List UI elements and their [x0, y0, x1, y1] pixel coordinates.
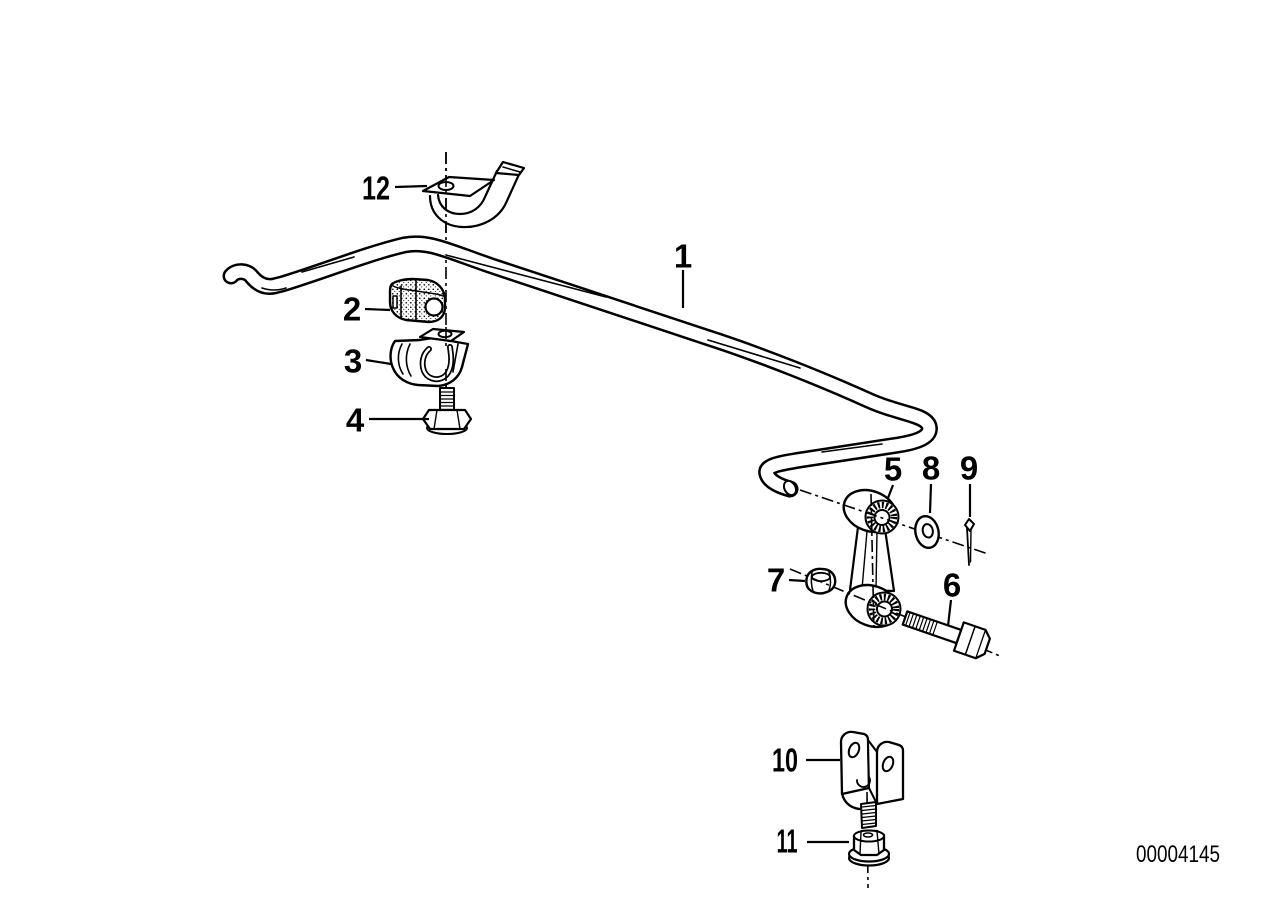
callout-5-leader [886, 484, 895, 499]
callout-3-leader [365, 358, 392, 366]
callout-10-label: 10 [772, 742, 798, 779]
callout-1-label: 1 [674, 238, 692, 275]
bush-slot [392, 295, 398, 309]
callout-5-label: 5 [884, 451, 902, 488]
stabilizer-clamp [389, 327, 470, 388]
bar-highlight-lines [261, 254, 883, 453]
bracket-plate [421, 175, 496, 198]
link-bracket [839, 730, 905, 829]
callout-2-label: 2 [343, 291, 361, 328]
clamp-bolt [421, 387, 473, 435]
callout-4-label: 4 [346, 402, 365, 439]
bolt-head [952, 621, 991, 660]
callout-12-leader [394, 184, 428, 189]
bar-end-cap [782, 479, 798, 497]
callout-12-label: 12 [362, 170, 390, 207]
callout-8-label: 8 [922, 450, 940, 487]
center-lines-behind [445, 152, 869, 889]
callout-6-label: 6 [943, 567, 961, 604]
stabilizer-bar [222, 235, 938, 498]
link-bushing-top [842, 488, 900, 535]
callout-9-label: 9 [960, 450, 978, 487]
bracket-stud [860, 801, 877, 829]
clamp-hole [437, 329, 453, 339]
bush-bore [424, 297, 444, 317]
callout-7-leader [788, 578, 806, 583]
mount-bracket [421, 160, 526, 229]
bracket-nut [847, 829, 891, 867]
callout-6-leader [946, 599, 953, 627]
washer [914, 514, 940, 550]
callout-8-leader [928, 483, 933, 514]
callout-11-label: 11 [777, 823, 798, 860]
stabilizer-rubber-mount [388, 277, 447, 324]
callout-2-leader [364, 307, 391, 312]
cotter-pin [964, 518, 975, 566]
stabilizer-link [842, 488, 902, 629]
drawing-number: 00004145 [1136, 841, 1220, 868]
callout-3-label: 3 [344, 343, 362, 380]
link-bushing-bottom [844, 583, 902, 629]
bolt-threads [904, 611, 938, 636]
link-bolt [901, 610, 991, 660]
bolt-head [421, 408, 473, 431]
stud-threads [861, 804, 877, 826]
callout-7-label: 7 [767, 562, 785, 599]
link-body [848, 525, 896, 593]
